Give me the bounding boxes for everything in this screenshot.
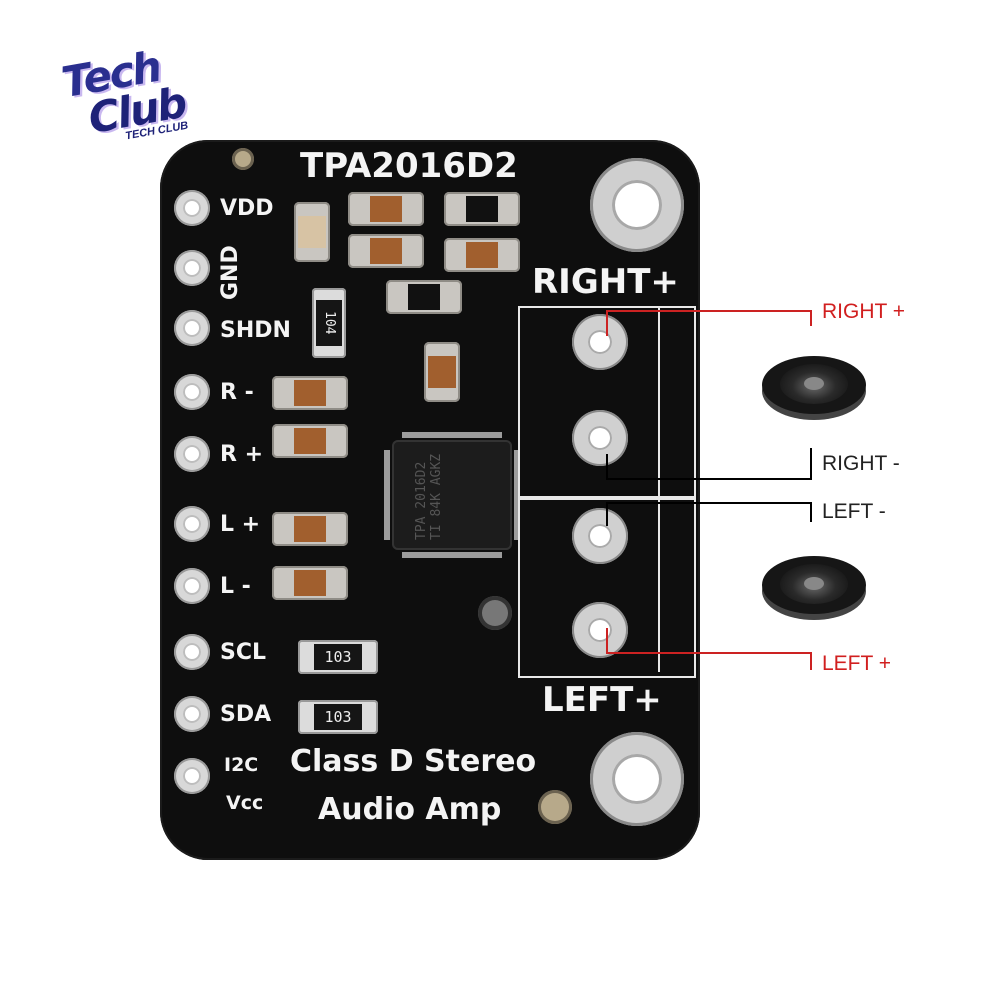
- pin-r-plus: [174, 436, 210, 472]
- right-speaker: [762, 348, 866, 418]
- speaker-dome: [804, 377, 824, 390]
- leader-right-minus-tick: [810, 448, 812, 480]
- callout-left-plus: LEFT +: [822, 652, 892, 675]
- pin-label-vdd: VDD: [220, 196, 274, 221]
- pin-shdn: [174, 310, 210, 346]
- pin-label-sda: SDA: [220, 702, 272, 727]
- via: [478, 596, 512, 630]
- terminal-left-minus: [572, 508, 628, 564]
- chip-pins-top: [402, 432, 502, 438]
- leader-left-minus-h: [606, 502, 812, 504]
- left-terminal-label: LEFT+: [542, 680, 662, 720]
- leader-right-minus-h: [606, 478, 812, 480]
- resistor-103-b: 103: [298, 700, 378, 734]
- chip-pins-left: [384, 450, 390, 540]
- callout-right-plus: RIGHT +: [822, 300, 906, 323]
- left-terminal-block: [518, 496, 696, 678]
- leader-right-plus-tick: [810, 310, 812, 326]
- leader-right-plus-v: [606, 310, 608, 336]
- resistor-103-a: 103: [298, 640, 378, 674]
- tpa2016d2-chip: TPA 2016D2 TI 84K AGKZ: [392, 440, 512, 550]
- pin-label-r-minus: R -: [220, 380, 254, 405]
- callout-left-minus: LEFT -: [822, 500, 886, 523]
- leader-left-plus-tick: [810, 652, 812, 670]
- pin-label-l-minus: L -: [220, 574, 251, 599]
- board-title: TPA2016D2: [300, 146, 518, 186]
- right-terminal-block: [518, 306, 696, 500]
- leader-left-minus-v: [606, 502, 608, 526]
- resistor-code-103-a: 103: [314, 644, 362, 670]
- leader-left-plus-h: [606, 652, 812, 654]
- capacitor-c2: [348, 192, 424, 226]
- resistor-code-103-b: 103: [314, 704, 362, 730]
- capacitor-c10: [272, 512, 348, 546]
- capacitor-c6: [386, 280, 462, 314]
- board-subtitle-line2: Audio Amp: [318, 792, 502, 827]
- capacitor-c1: [294, 202, 330, 262]
- right-terminal-label: RIGHT+: [532, 262, 679, 302]
- capacitor-c5: [444, 238, 520, 272]
- pin-i2c-vcc: [174, 758, 210, 794]
- amplifier-board: TPA2016D2 VDD GND SHDN R - R + L + L - S…: [160, 140, 700, 860]
- fiducial-hole-bottom: [538, 790, 572, 824]
- capacitor-c8: [272, 376, 348, 410]
- pin-label-gnd: GND: [218, 245, 243, 300]
- pin-r-minus: [174, 374, 210, 410]
- capacitor-c11: [272, 566, 348, 600]
- left-speaker: [762, 548, 866, 618]
- callout-right-minus: RIGHT -: [822, 452, 900, 475]
- capacitor-c3: [348, 234, 424, 268]
- pin-vdd: [174, 190, 210, 226]
- pin-l-minus: [174, 568, 210, 604]
- pin-l-plus: [174, 506, 210, 542]
- pin-label-r-plus: R +: [220, 442, 264, 467]
- resistor-code-104: 104: [316, 300, 342, 346]
- pin-scl: [174, 634, 210, 670]
- pin-label-scl: SCL: [220, 640, 267, 665]
- capacitor-c4: [444, 192, 520, 226]
- terminal-right-minus: [572, 410, 628, 466]
- pin-sda: [174, 696, 210, 732]
- chip-marking: TPA 2016D2 TI 84K AGKZ: [414, 453, 444, 540]
- pin-label-l-plus: L +: [220, 512, 261, 537]
- leader-right-minus-v: [606, 454, 608, 480]
- capacitor-c7: [424, 342, 460, 402]
- terminal-divider: [658, 308, 660, 672]
- pin-label-vcc: Vcc: [226, 792, 264, 814]
- capacitor-c9: [272, 424, 348, 458]
- resistor-104: 104: [312, 288, 346, 358]
- terminal-right-plus: [572, 314, 628, 370]
- pin-label-shdn: SHDN: [220, 318, 291, 343]
- chip-pins-bottom: [402, 552, 502, 558]
- leader-right-plus-h: [606, 310, 812, 312]
- mounting-hole-bottom: [590, 732, 684, 826]
- board-subtitle-line1: Class D Stereo: [290, 744, 537, 779]
- fiducial-hole-top: [232, 148, 254, 170]
- terminal-left-plus: [572, 602, 628, 658]
- mounting-hole-top: [590, 158, 684, 252]
- pin-gnd: [174, 250, 210, 286]
- tech-club-logo: Tech Club TECH CLUB: [55, 42, 205, 155]
- leader-left-minus-tick: [810, 502, 812, 522]
- leader-left-plus-v: [606, 628, 608, 654]
- pin-label-i2c: I2C: [224, 754, 259, 776]
- chip-pins-right: [514, 450, 520, 540]
- speaker-dome: [804, 577, 824, 590]
